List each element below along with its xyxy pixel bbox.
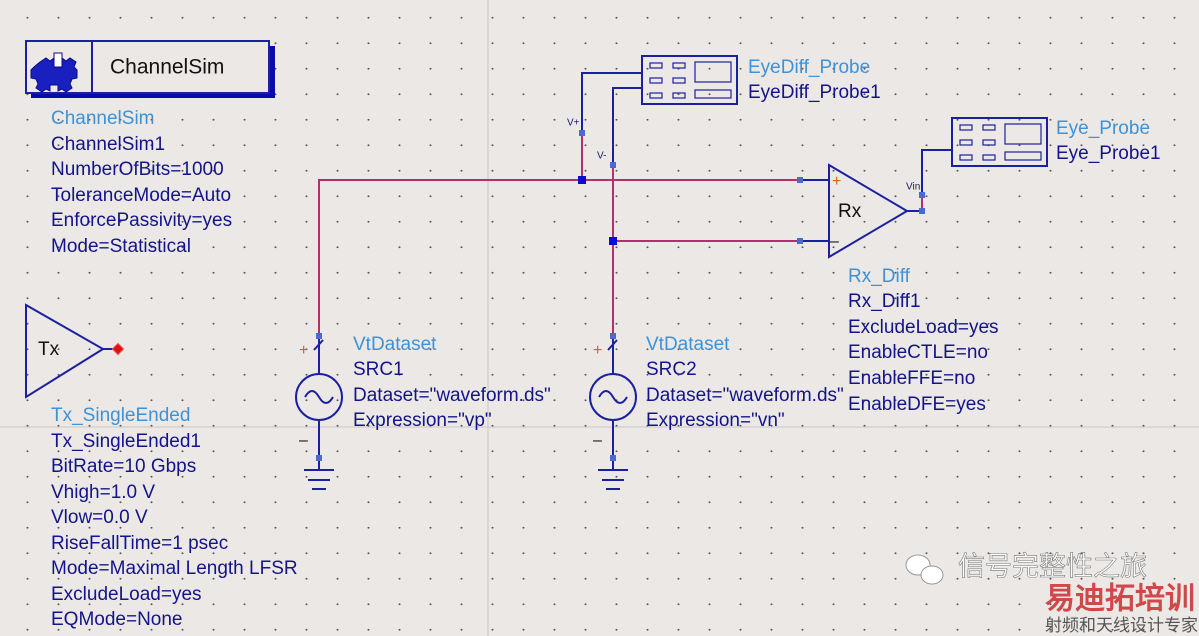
watermark-line1: 信号完整性之旅 [958,552,1147,583]
channelsim-param: EnforcePassivity=yes [51,210,232,231]
eyediff-instance-label: EyeDiff_Probe1 [748,82,881,103]
channelsim-type-label: ChannelSim [51,108,155,129]
channelsim-title: ChannelSim [110,56,224,79]
tx-type-label: Tx_SingleEnded [51,405,190,426]
tx-output-pin[interactable] [111,342,125,356]
channelsim-param: NumberOfBits=1000 [51,159,224,180]
src2-instance-label: SRC2 [646,359,697,380]
eye-probe-instance-label: Eye_Probe1 [1056,143,1161,164]
tx-param: Vhigh=1.0 V [51,482,155,503]
src1-param: Expression="vp" [353,410,492,431]
junction-node [609,237,617,245]
channelsim-controller[interactable]: ChannelSim [25,40,275,98]
src1-type-label: VtDataset [353,334,437,355]
src2-plus: + [593,342,602,359]
src2-param: Dataset="waveform.ds" [646,385,844,406]
probe-pin-vplus: V+ [567,118,580,129]
tx-param: RiseFallTime=1 psec [51,533,228,554]
rx-type-label: Rx_Diff [848,266,911,287]
tx-param: ExcludeLoad=yes [51,584,202,605]
src2-param: Expression="vn" [646,410,785,431]
probe-pin-vminus: V- [597,151,606,162]
watermark-line2: 易迪拓培训 [1045,582,1195,617]
src1-plus: + [299,342,308,359]
src1-minus: – [299,432,308,449]
channelsim-instance-label: ChannelSim1 [51,134,165,155]
tx-instance-label: Tx_SingleEnded1 [51,431,201,452]
rx-param: EnableDFE=yes [848,394,986,415]
watermark: 信号完整性之旅 易迪拓培训 射频和天线设计专家 [905,551,1198,636]
channelsim-param: Mode=Statistical [51,236,191,257]
src1-vtdataset[interactable] [295,333,343,490]
src1-param: Dataset="waveform.ds" [353,385,551,406]
tx-param: EQMode=None [51,609,183,630]
eyediff-probe[interactable] [641,55,738,105]
rx-param: EnableFFE=no [848,368,975,389]
pin-markers [579,130,925,244]
eye-probe[interactable] [951,117,1048,167]
rx-plus: + [832,173,841,190]
tx-param: Mode=Maximal Length LFSR [51,558,298,579]
tx-symbol-label: Tx [38,339,60,360]
rx-minus: – [830,233,839,250]
src2-minus: – [593,432,602,449]
junction-node [578,176,586,184]
eyediff-type-label: EyeDiff_Probe [748,57,870,78]
rx-diff[interactable]: Rx + – [828,163,909,259]
src2-vtdataset[interactable] [589,333,637,490]
rx-param: ExcludeLoad=yes [848,317,999,338]
src1-instance-label: SRC1 [353,359,404,380]
eye-probe-type-label: Eye_Probe [1056,118,1150,139]
tx-single-ended[interactable]: Tx [25,303,125,399]
rx-symbol-label: Rx [838,201,862,222]
rx-param: EnableCTLE=no [848,342,988,363]
wechat-icon [905,554,944,585]
eye-probe-pin-vin: Vin [906,182,920,193]
rx-instance-label: Rx_Diff1 [848,291,921,312]
watermark-line3: 射频和天线设计专家 [1045,616,1198,636]
tx-param: BitRate=10 Gbps [51,456,196,477]
tx-param: Vlow=0.0 V [51,507,148,528]
gear-icon [30,52,78,93]
src2-type-label: VtDataset [646,334,730,355]
wire-vp [318,179,800,336]
channelsim-param: ToleranceMode=Auto [51,185,231,206]
